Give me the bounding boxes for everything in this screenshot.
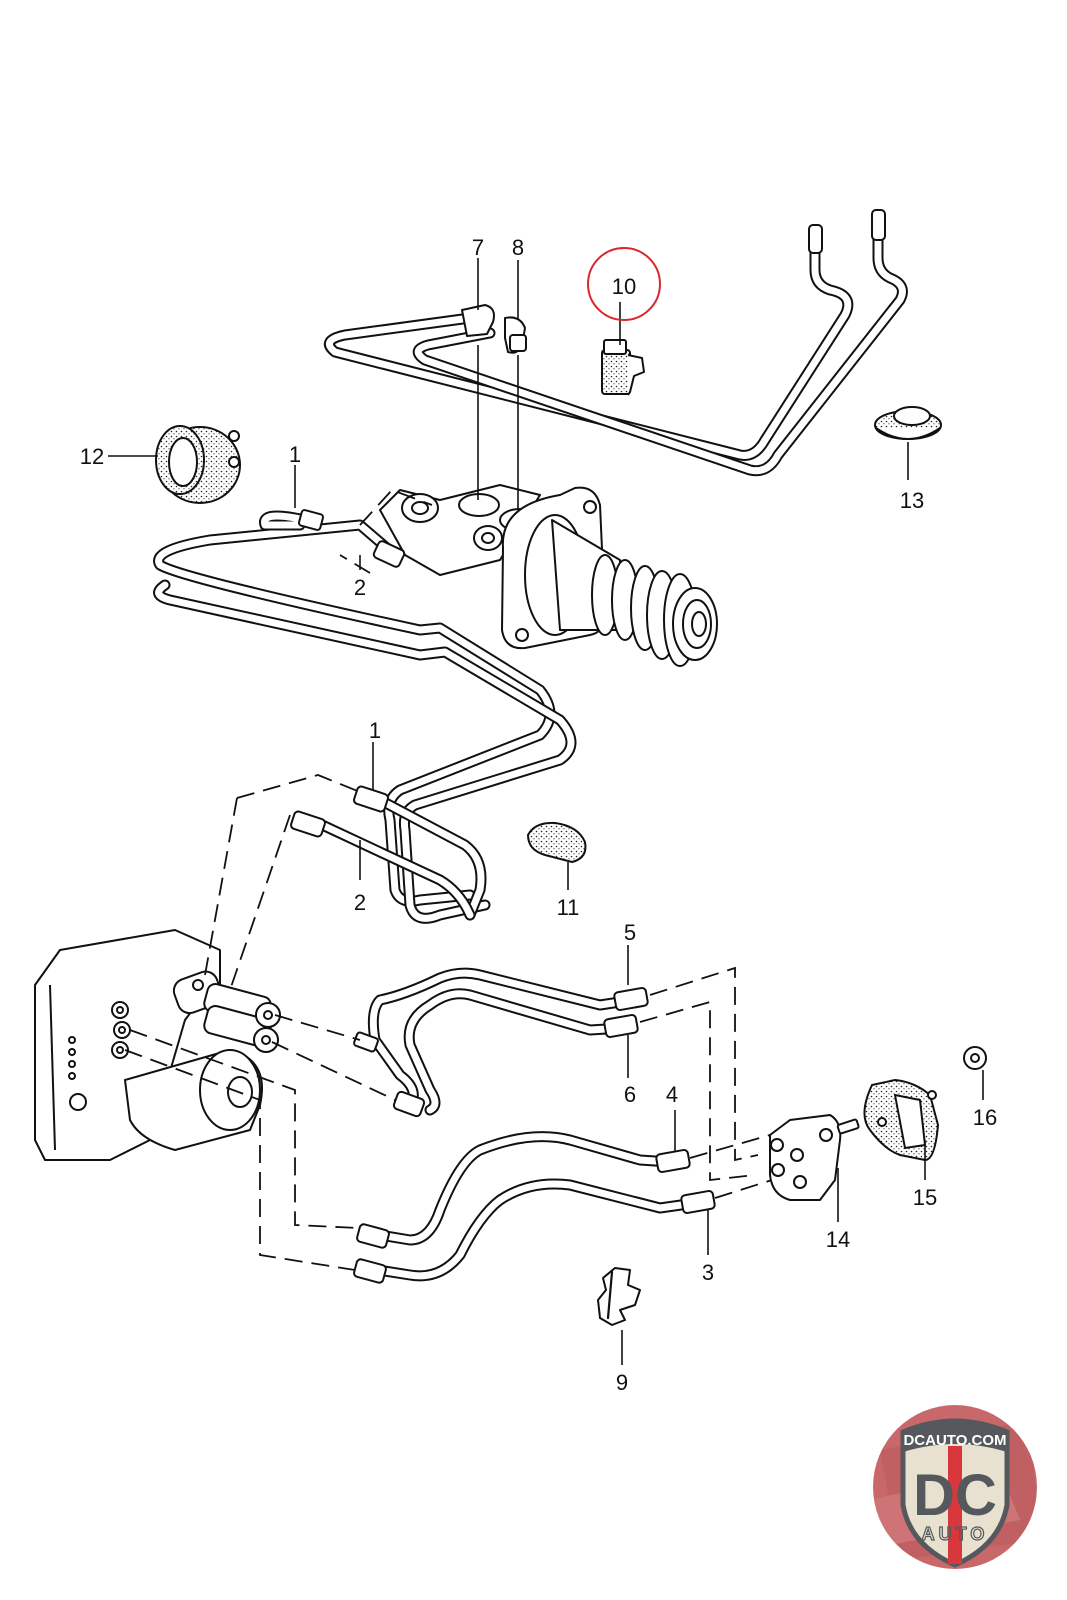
grommet-8 <box>509 334 527 352</box>
part-9-clip <box>597 1267 641 1326</box>
part-10-level-switch <box>601 339 645 396</box>
callout-1-top: 1 <box>289 442 301 467</box>
highlight-ring-10 <box>587 247 661 321</box>
callout-6: 6 <box>624 1082 636 1107</box>
callout-9: 9 <box>616 1370 628 1395</box>
fitting-1-mid <box>353 785 389 813</box>
elbow-fitting-7 <box>461 304 495 337</box>
union-3 <box>680 1189 716 1215</box>
reservoir-nipple-left <box>808 224 823 254</box>
callout-2-top: 2 <box>354 575 366 600</box>
part-13-plug <box>874 406 942 440</box>
callout-5: 5 <box>624 920 636 945</box>
fitting-2-top <box>372 540 406 568</box>
fitting-2-mid <box>290 810 326 838</box>
logo-sub-text: AUTO <box>922 1524 989 1544</box>
assembly-dashes <box>124 488 773 1271</box>
union-4 <box>655 1148 691 1174</box>
main-brake-lines <box>153 509 577 924</box>
reservoir-lines <box>324 209 908 477</box>
callout-13: 13 <box>900 488 924 513</box>
reservoir-nipple-right <box>871 209 886 241</box>
fitting-1-top <box>297 509 325 531</box>
part-11-line-holder <box>526 821 587 864</box>
callout-16: 16 <box>973 1105 997 1130</box>
dcauto-watermark-logo: DCAUTO.COM DC AUTO <box>873 1405 1037 1569</box>
callout-14: 14 <box>826 1227 850 1252</box>
master-cylinder <box>379 484 718 667</box>
callout-3: 3 <box>702 1260 714 1285</box>
callout-8: 8 <box>512 235 524 260</box>
part-16-nut <box>963 1046 987 1070</box>
union-5 <box>613 986 649 1012</box>
callout-7: 7 <box>472 235 484 260</box>
abs-hydraulic-unit <box>34 929 281 1161</box>
logo-domain-text: DCAUTO.COM <box>903 1432 1006 1449</box>
callout-12: 12 <box>80 444 104 469</box>
logo-main-text: DC <box>913 1463 997 1528</box>
part-14-distribution-block <box>769 1114 860 1201</box>
lower-brake-lines <box>353 967 716 1284</box>
union-6 <box>603 1013 639 1039</box>
part-15-gasket <box>863 1078 940 1162</box>
callout-2-mid: 2 <box>354 890 366 915</box>
callouts: 7 8 10 12 13 1 2 1 2 11 5 6 4 3 14 15 16… <box>80 235 997 1395</box>
callout-10: 10 <box>612 274 636 299</box>
callout-1-mid: 1 <box>369 718 381 743</box>
callout-4: 4 <box>666 1082 678 1107</box>
callout-15: 15 <box>913 1185 937 1210</box>
leader-lines <box>108 258 984 1365</box>
shield-stripe <box>948 1446 962 1564</box>
part-12-grommet <box>155 425 241 504</box>
callout-11: 11 <box>557 895 580 920</box>
